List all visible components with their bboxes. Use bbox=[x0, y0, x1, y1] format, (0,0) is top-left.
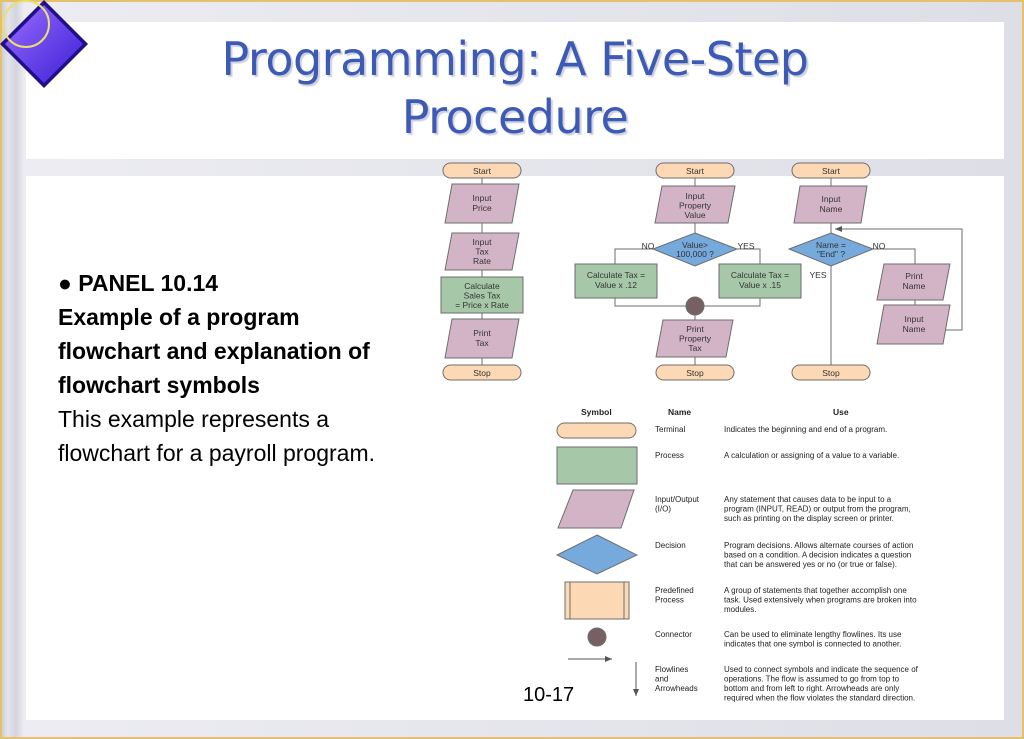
row-name-process: Process bbox=[655, 451, 684, 460]
fc3-start-terminal bbox=[791, 162, 871, 179]
title-panel bbox=[26, 22, 1004, 159]
flowchart-1 bbox=[440, 162, 524, 381]
row-name-terminal: Terminal bbox=[655, 425, 685, 434]
connector-symbol bbox=[587, 627, 607, 647]
fc2-decision-label: Value>100,000 ? bbox=[676, 240, 714, 259]
fc1-calc-sales-tax bbox=[440, 276, 524, 314]
fc2-no-label: NO bbox=[642, 241, 655, 251]
right-border bbox=[1022, 0, 1024, 739]
fc3-input-name bbox=[793, 185, 868, 224]
fc2-calc-low-label: Calculate Tax =Value x .12 bbox=[587, 270, 645, 290]
panel-description: This example represents a flowchart for … bbox=[58, 406, 376, 466]
row-use-terminal: Indicates the beginning and end of a pro… bbox=[724, 425, 887, 434]
process-symbol bbox=[556, 446, 638, 485]
table-header-name: Name bbox=[668, 407, 691, 417]
row-use-connector: Can be used to eliminate lengthy flowlin… bbox=[724, 630, 902, 649]
fc3-no-label: NO bbox=[873, 241, 886, 251]
predefined-process-symbol bbox=[564, 581, 630, 620]
panel-heading: ● PANEL 10.14 bbox=[58, 270, 219, 296]
title-line-2: Procedure bbox=[401, 90, 629, 144]
fc2-start-label: Start bbox=[686, 166, 705, 176]
fc1-print-tax bbox=[444, 318, 520, 359]
row-use-predefined: A group of statements that together acco… bbox=[724, 586, 917, 614]
fc2-stop-label: Stop bbox=[686, 368, 704, 378]
fc2-decision bbox=[651, 232, 739, 267]
row-use-io: Any statement that causes data to be inp… bbox=[724, 495, 911, 523]
fc3-stop-terminal bbox=[791, 364, 871, 381]
top-border bbox=[0, 0, 1024, 2]
title-line-1: Programming: A Five-Step bbox=[221, 32, 810, 86]
fc2-start-terminal bbox=[655, 162, 735, 179]
page-title: Programming: A Five-Step Procedure bbox=[26, 30, 1004, 146]
table-header-use: Use bbox=[833, 407, 849, 417]
row-use-process: A calculation or assigning of a value to… bbox=[724, 451, 899, 460]
row-name-decision: Decision bbox=[655, 541, 686, 550]
flowline-arrows-icon bbox=[568, 656, 639, 696]
symbol-table: Symbol Name Use Terminal Process bbox=[555, 407, 919, 703]
terminal-symbol bbox=[556, 422, 637, 439]
fc1-stop-terminal bbox=[442, 364, 522, 381]
fc2-connector bbox=[685, 296, 705, 316]
decision-symbol bbox=[555, 534, 639, 575]
fc2-stop-terminal bbox=[655, 364, 735, 381]
table-header-symbol: Symbol bbox=[581, 407, 612, 417]
row-name-io: Input/Output(I/O) bbox=[655, 495, 700, 514]
fc3-yes-label: YES bbox=[809, 270, 826, 280]
page-number: 10-17 bbox=[523, 684, 575, 706]
fc1-start-terminal bbox=[442, 162, 522, 179]
row-use-decision: Program decisions. Allows alternate cour… bbox=[724, 541, 913, 569]
fc3-input-name-2 bbox=[876, 304, 951, 345]
bottom-border bbox=[0, 737, 1024, 739]
fc2-calc-low bbox=[574, 263, 658, 299]
panel-caption: ● PANEL 10.14 Example of a program flowc… bbox=[58, 266, 398, 470]
fc2-yes-label: YES bbox=[737, 241, 754, 251]
fc3-decision bbox=[787, 232, 875, 267]
content-panel bbox=[26, 176, 1004, 720]
fc3-print-name bbox=[876, 263, 951, 301]
fc1-start-label: Start bbox=[473, 166, 492, 176]
fc3-start-label: Start bbox=[822, 166, 841, 176]
fc3-decision-label: Name ="End" ? bbox=[816, 240, 846, 259]
fc3-stop-label: Stop bbox=[822, 368, 840, 378]
fc2-calc-high bbox=[718, 263, 802, 299]
row-use-flowlines: Used to connect symbols and indicate the… bbox=[724, 665, 919, 703]
fc2-calc-high-label: Calculate Tax =Value x .15 bbox=[731, 270, 789, 290]
left-border bbox=[0, 0, 2, 739]
row-name-connector: Connector bbox=[655, 630, 692, 639]
fc2-print-property-tax bbox=[655, 319, 734, 358]
fc2-input-property-value bbox=[654, 185, 736, 224]
fc1-input-price bbox=[444, 183, 520, 224]
diamond-logo-icon bbox=[0, 0, 88, 88]
fc1-stop-label: Stop bbox=[473, 368, 491, 378]
io-symbol bbox=[557, 489, 635, 529]
panel-subheading: Example of a program flowchart and expla… bbox=[58, 304, 370, 398]
fc1-input-tax-rate bbox=[444, 232, 520, 271]
